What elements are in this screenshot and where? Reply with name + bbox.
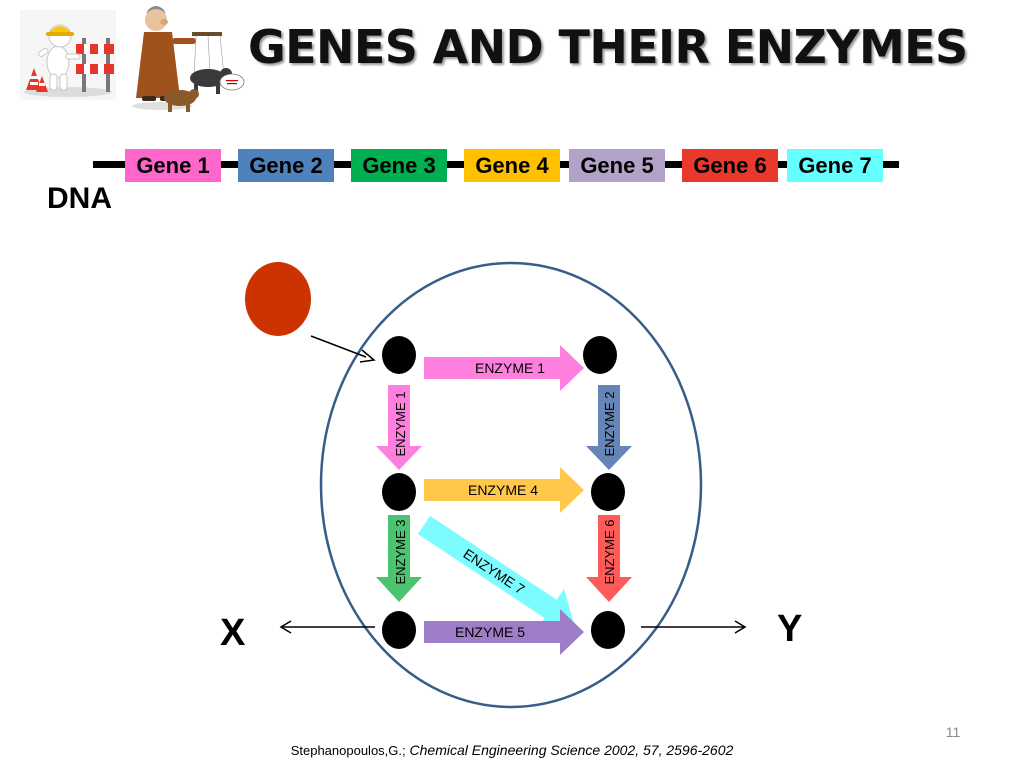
metabolite-node [591,611,625,649]
metabolite-node [591,473,625,511]
enzyme-2-label: ENZYME 2 [602,391,617,456]
slide-number: 11 [945,724,961,740]
puppeteer-clipart [132,6,245,112]
enzyme-5-label: ENZYME 5 [455,624,525,640]
export-arrow-y-head [734,620,747,634]
gene-2-box: Gene 2 [238,149,334,182]
metabolite-node [382,473,416,511]
enzyme-1-horizontal-label: ENZYME 1 [475,360,545,376]
gene-3-box: Gene 3 [351,149,447,182]
citation-source: Chemical Engineering Science 2002, 57, 2… [409,742,734,758]
enzyme-3-arrow [376,515,422,602]
substrate-uptake-arrowhead [359,349,376,363]
gene-7-box: Gene 7 [787,149,883,182]
enzyme-1-vertical-arrow [376,385,422,470]
export-arrow-x-head [279,620,292,634]
enzyme-5-arrow [424,609,584,655]
citation: Stephanopoulos,G.; Chemical Engineering … [0,742,1024,758]
cell-outline [319,261,703,709]
citation-author: Stephanopoulos,G.; [290,743,406,758]
enzyme-2-arrow [586,385,632,470]
product-x-label: X [220,612,246,654]
enzyme-6-label: ENZYME 6 [602,519,617,584]
metabolite-node [382,611,416,649]
gene-4-box: Gene 4 [464,149,560,182]
metabolite-node [583,336,617,374]
substrate-uptake-arrow [310,335,367,358]
gene-1-box: Gene 1 [125,149,221,182]
product-y-label: Y [777,608,803,650]
enzyme-1-horizontal-arrow [424,345,584,391]
enzyme-7-arrow [417,515,575,629]
construction-worker-clipart [20,10,116,100]
enzyme-1-vertical-label: ENZYME 1 [393,391,408,456]
dna-label: DNA [47,182,112,215]
metabolite-node [382,336,416,374]
page-title: GENES AND THEIR ENZYMES [248,20,968,74]
substrate-circle [245,262,311,336]
enzyme-4-arrow [424,467,584,513]
enzyme-6-arrow [586,515,632,602]
enzyme-3-label: ENZYME 3 [393,519,408,584]
gene-6-box: Gene 6 [682,149,778,182]
enzyme-7-label: ENZYME 7 [460,545,527,597]
enzyme-4-label: ENZYME 4 [468,482,538,498]
gene-5-box: Gene 5 [569,149,665,182]
